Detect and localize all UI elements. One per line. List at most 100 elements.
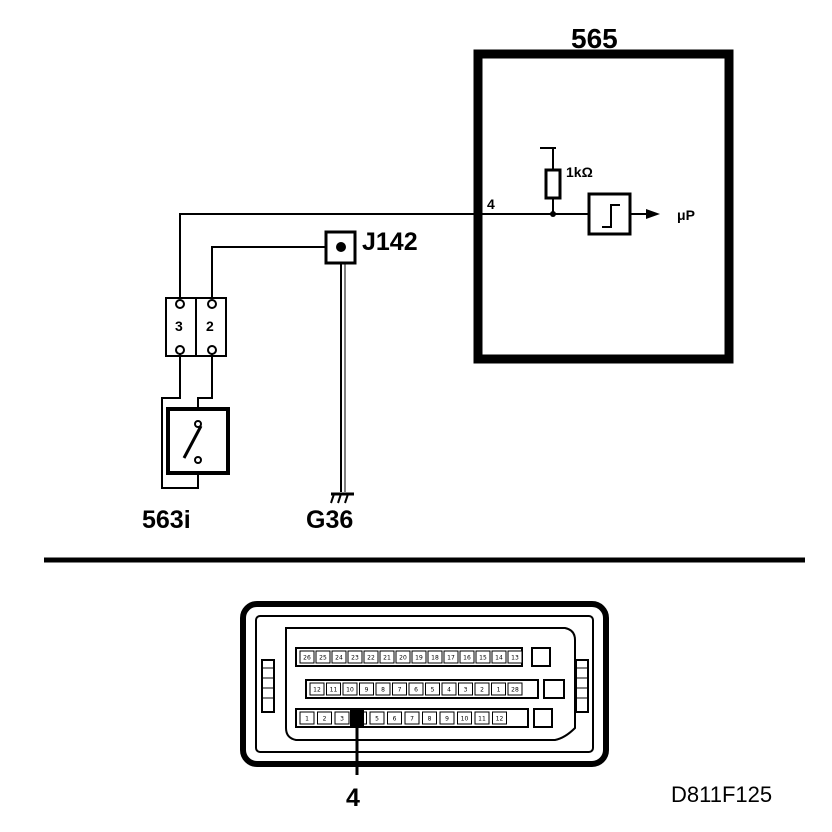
connector-pin-number: 15 xyxy=(479,655,487,662)
connector-pin-cell xyxy=(309,682,325,696)
connector-pin-number: 3 xyxy=(464,687,468,694)
connector-pin-number: 17 xyxy=(447,655,455,662)
connector-pin-number: 4 xyxy=(447,687,451,694)
connector-pin-cell xyxy=(317,711,332,725)
ground-wire xyxy=(211,246,326,302)
connector-pin-cell xyxy=(369,711,385,725)
connector-pin-number: 22 xyxy=(367,655,375,662)
connector-pin-number: 8 xyxy=(381,687,385,694)
connector-pin-cell xyxy=(458,682,473,696)
connector-pin-number: 11 xyxy=(330,687,338,694)
connector-pin-number: 2 xyxy=(480,687,484,694)
connector-pin-cell xyxy=(475,650,491,664)
connector-pin-number: 6 xyxy=(414,687,418,694)
junction-j142 xyxy=(324,230,357,492)
connector-pin-number: 11 xyxy=(478,716,486,723)
connector-pin-number: 24 xyxy=(335,655,343,662)
connector-pin-cell xyxy=(492,711,507,725)
connector-pin-cell xyxy=(363,650,379,664)
connector-pin-number: 28 xyxy=(511,687,519,694)
connector-pin-cell xyxy=(331,650,347,664)
connector-pin-cell xyxy=(334,711,350,725)
connector-pin-cell xyxy=(326,682,341,696)
connector-pin-number: 7 xyxy=(398,687,402,694)
connector-pin-cell xyxy=(443,650,459,664)
connector-pin-cell xyxy=(441,682,457,696)
connector-pin-cell xyxy=(491,682,506,696)
callout-label: 4 xyxy=(346,784,360,812)
connector-pin-cell xyxy=(459,650,475,664)
signal-wire xyxy=(179,213,589,302)
connector-pin-2: 2 xyxy=(206,318,214,334)
connector-pin-number: 1 xyxy=(305,716,309,723)
switch-563i xyxy=(166,407,230,475)
ecu-box xyxy=(473,49,734,364)
connector-pin-number: 25 xyxy=(319,655,327,662)
connector-pin-number: 8 xyxy=(428,716,432,723)
connector-pin-cell xyxy=(507,650,523,664)
connector-block xyxy=(165,297,227,357)
connector-pin-cell xyxy=(427,650,443,664)
connector-pin-number: 2 xyxy=(323,716,327,723)
connector-pin-cell xyxy=(457,711,472,725)
connector-pin-number: 3 xyxy=(340,716,344,723)
connector-pin-number: 13 xyxy=(511,655,519,662)
connector-pin-cell xyxy=(474,682,490,696)
resistor-label: 1kΩ xyxy=(566,164,593,180)
connector-pin-number: 12 xyxy=(313,687,321,694)
connector-pin-cell xyxy=(375,682,391,696)
switch-label: 563i xyxy=(142,506,191,534)
connector-pin-cell xyxy=(404,711,420,725)
connector-pin-cell xyxy=(392,682,407,696)
connector-pin-cell xyxy=(315,650,331,664)
connector-pin-cell xyxy=(342,682,358,696)
connector-pin-cell xyxy=(411,650,427,664)
connector-pin-number: 10 xyxy=(461,716,469,723)
connector-pin-number: 21 xyxy=(383,655,391,662)
connector-pin-cell xyxy=(347,650,363,664)
connector-pin-number: 9 xyxy=(365,687,369,694)
connector-pin-cell xyxy=(422,711,437,725)
connector-pin-number: 14 xyxy=(495,655,503,662)
connector-pin-number: 5 xyxy=(375,716,379,723)
connector-pin-number: 20 xyxy=(399,655,407,662)
connector-pin-cell xyxy=(395,650,411,664)
pullup-resistor xyxy=(540,147,562,217)
connector-pin-cell xyxy=(299,711,315,725)
ground-label: G36 xyxy=(306,506,353,534)
connector-pin-3: 3 xyxy=(175,318,183,334)
connector-pin-number: 16 xyxy=(463,655,471,662)
connector-pin-cell xyxy=(379,650,395,664)
drawing-code: D811F125 xyxy=(671,782,772,807)
connector-pin-cell xyxy=(507,682,523,696)
connector-pin-cell xyxy=(408,682,424,696)
connector-pin-number: 6 xyxy=(393,716,397,723)
connector-pin-number: 1 xyxy=(497,687,501,694)
connector-pin-number: 23 xyxy=(351,655,359,662)
connector-pin-number: 26 xyxy=(303,655,311,662)
connector-pin-cell xyxy=(299,650,315,664)
connector-pin-cell xyxy=(387,711,402,725)
connector-pin-number: 18 xyxy=(431,655,439,662)
connector-pin-cell xyxy=(359,682,374,696)
highlighted-pin-4 xyxy=(350,710,364,726)
connector-pin-cell xyxy=(425,682,440,696)
connector-pin-cell xyxy=(439,711,455,725)
connector-pin-number: 9 xyxy=(445,716,449,723)
connector-pin-cell xyxy=(474,711,490,725)
ecu-label: 565 xyxy=(571,23,618,54)
connector-pin-number: 5 xyxy=(431,687,435,694)
ecu-pin-label: 4 xyxy=(487,196,495,212)
microprocessor-label: μP xyxy=(677,207,695,223)
junction-label: J142 xyxy=(362,228,418,256)
ground-icon xyxy=(330,492,354,504)
connector-pin-number: 12 xyxy=(496,716,504,723)
schmitt-trigger xyxy=(587,192,660,236)
connector-pin-number: 10 xyxy=(346,687,354,694)
connector-pin-cell xyxy=(491,650,507,664)
switch-wire-left xyxy=(161,354,199,489)
connector-pin-number: 19 xyxy=(415,655,423,662)
connector-pin-number: 7 xyxy=(410,716,414,723)
